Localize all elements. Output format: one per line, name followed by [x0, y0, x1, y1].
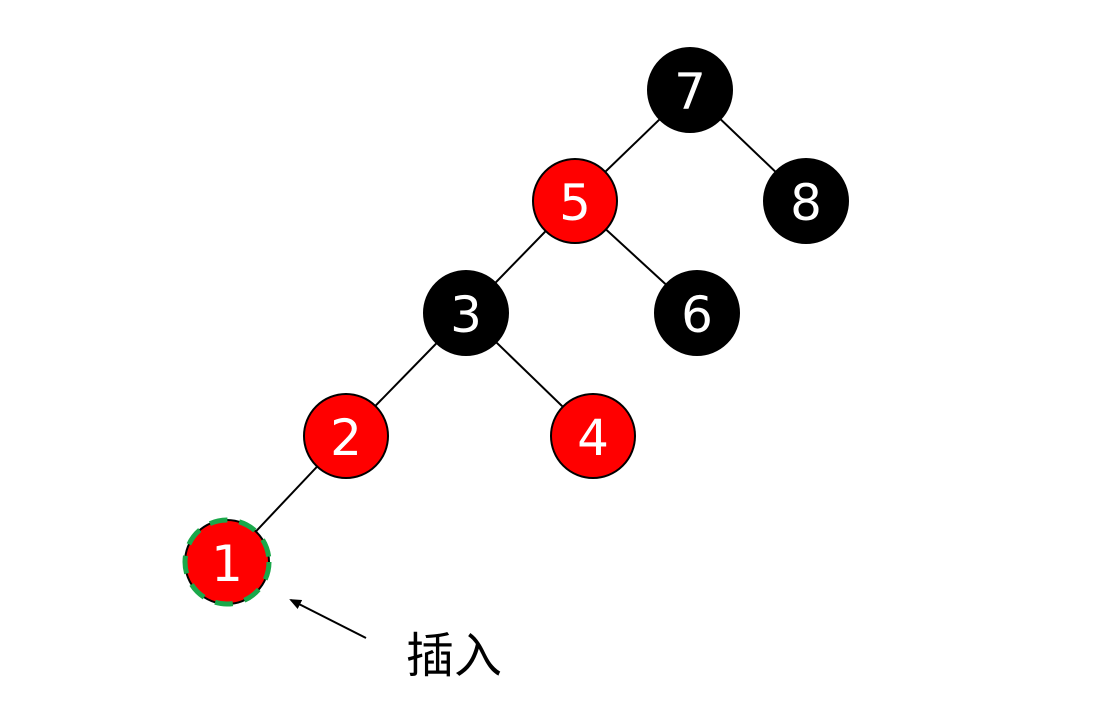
- inserted-node-highlight: [182, 517, 272, 607]
- tree-node-1: 1: [182, 517, 272, 607]
- node-label-1: 1: [211, 535, 243, 593]
- insert-label: 插入: [406, 628, 502, 684]
- tree-node-3: 3: [423, 270, 509, 356]
- node-label-7: 7: [674, 63, 706, 121]
- node-circle-2: [303, 393, 389, 479]
- tree-node-4: 4: [550, 393, 636, 479]
- node-label-5: 5: [559, 174, 591, 232]
- tree-node-8: 8: [763, 158, 849, 244]
- tree-nodes: 7 5 8 3 6 2 4 1: [182, 47, 849, 607]
- node-circle-3: [423, 270, 509, 356]
- node-label-8: 8: [790, 174, 822, 232]
- node-label-3: 3: [450, 286, 482, 344]
- insert-annotation: 插入: [289, 599, 502, 684]
- node-circle-5: [532, 158, 618, 244]
- tree-node-6: 6: [654, 270, 740, 356]
- tree-node-7: 7: [647, 47, 733, 133]
- node-label-4: 4: [577, 409, 609, 467]
- node-label-6: 6: [681, 286, 713, 344]
- tree-node-5: 5: [532, 158, 618, 244]
- node-label-2: 2: [330, 409, 362, 467]
- node-circle-8: [763, 158, 849, 244]
- node-circle-7: [647, 47, 733, 133]
- insert-arrow: [289, 599, 367, 639]
- node-circle-6: [654, 270, 740, 356]
- node-circle-4: [550, 393, 636, 479]
- tree-node-2: 2: [303, 393, 389, 479]
